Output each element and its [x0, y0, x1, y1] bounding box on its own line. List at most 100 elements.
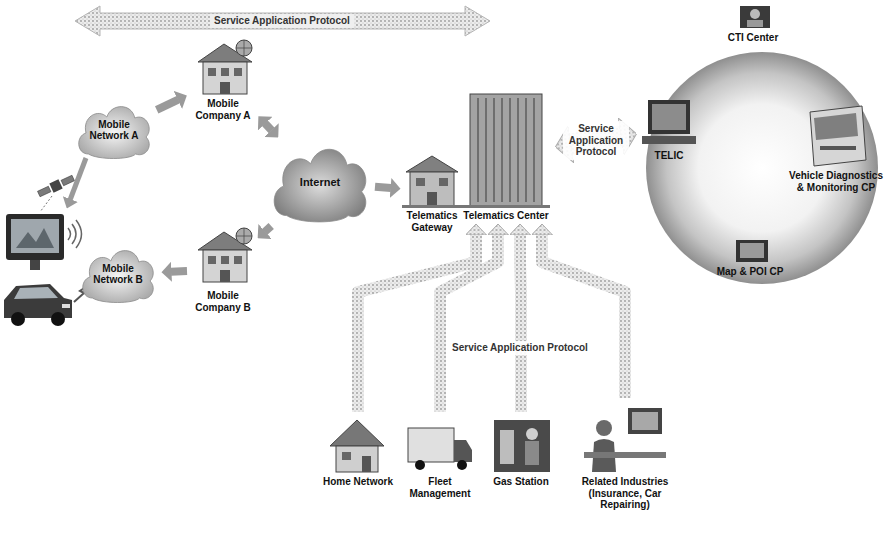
node-label: Map & POI CP — [712, 266, 788, 278]
cloud-outline — [79, 107, 149, 159]
gas-station-icon — [526, 428, 538, 440]
car-icon — [11, 312, 25, 326]
building-icon — [198, 228, 252, 282]
service-ring — [646, 52, 878, 284]
node-label: Mobile Company B — [190, 290, 256, 313]
service-provider: Vehicle Diagnostics & Monitoring CP — [788, 104, 884, 193]
service-provider: CTI Center — [712, 4, 794, 44]
terminal-icon — [642, 100, 696, 144]
edge-label: Service Application Protocol — [563, 121, 629, 160]
gas-station-icon — [500, 430, 514, 464]
monitor-icon — [30, 260, 40, 270]
building-icon — [220, 270, 230, 282]
building-icon — [203, 62, 247, 94]
terminal-icon — [652, 104, 686, 130]
truck-icon — [408, 428, 454, 462]
building-icon — [221, 68, 229, 76]
wireless-waves — [68, 228, 71, 240]
car-icon — [4, 284, 72, 326]
protocol-arrow — [157, 100, 179, 110]
protocol-arrow — [265, 226, 271, 232]
radio-link-arrow — [70, 158, 86, 200]
node-label: Fleet Management — [400, 476, 480, 499]
building-icon — [234, 256, 242, 264]
call-center-icon — [740, 6, 770, 28]
car-icon — [62, 304, 70, 308]
mobile-company: Mobile Company A — [190, 36, 256, 121]
satellite-icon — [38, 186, 51, 197]
truck-icon — [454, 440, 472, 462]
client-site: Fleet Management — [400, 414, 480, 499]
node-label: Mobile Network A — [86, 119, 142, 142]
node-label: Home Network — [322, 476, 394, 488]
node-label: Gas Station — [486, 476, 556, 488]
building-icon — [208, 256, 216, 264]
wireless-waves — [68, 220, 82, 248]
gateway-building: Telematics Gateway — [404, 150, 460, 233]
center-building — [478, 98, 534, 202]
radio-link-arrow — [70, 158, 86, 200]
node-label: Telematics Center — [460, 210, 552, 222]
server-icon — [820, 146, 856, 150]
protocol-arrow — [265, 123, 272, 130]
monitor-icon — [6, 214, 64, 260]
protocol-arrow — [375, 187, 391, 188]
map-icon — [736, 240, 768, 262]
internet-cloud: Internet — [268, 140, 372, 224]
protocol-arrow — [520, 235, 521, 413]
gateway-building — [416, 178, 425, 186]
mobile-network-cloud: Mobile Network B — [78, 244, 158, 304]
office-icon — [628, 408, 662, 434]
client-site: Gas Station — [486, 414, 556, 488]
node-label: Mobile Company A — [190, 98, 256, 121]
gateway-building — [439, 178, 448, 186]
center-building — [402, 94, 550, 208]
building-icon — [208, 68, 216, 76]
building-icon — [234, 68, 242, 76]
building-icon — [236, 40, 252, 56]
center-building: Telematics Center — [460, 88, 552, 222]
car-icon — [51, 312, 65, 326]
mobile-network-cloud: Mobile Network A — [74, 100, 154, 160]
gateway-building — [410, 172, 454, 206]
gas-station-icon — [525, 441, 539, 465]
terminal-icon — [642, 136, 696, 144]
building-icon — [198, 40, 252, 94]
map-icon — [740, 243, 764, 258]
car-icon — [14, 287, 58, 299]
office-icon — [584, 408, 666, 472]
truck-icon — [415, 460, 425, 470]
cloud-outline — [83, 251, 153, 303]
wireless-waves — [76, 220, 82, 248]
protocol-arrow — [171, 267, 187, 276]
home-icon — [336, 446, 378, 472]
signal-line — [40, 196, 52, 212]
server-icon — [814, 113, 858, 140]
cloud-outline — [274, 149, 366, 222]
protocol-arrow — [542, 235, 625, 399]
server-icon — [810, 106, 866, 166]
node-label: Internet — [300, 176, 340, 189]
office-icon — [632, 412, 658, 430]
gateway-building — [427, 192, 437, 206]
protocol-arrow — [440, 235, 498, 413]
client-site: Home Network — [322, 414, 394, 488]
center-building — [402, 205, 550, 208]
gas-station-icon — [494, 420, 550, 472]
node-label: CTI Center — [712, 32, 794, 44]
server-icon — [810, 106, 866, 166]
building-icon — [236, 228, 252, 244]
node-label: Telematics Gateway — [404, 210, 460, 233]
node-label: TELIC — [640, 150, 698, 162]
gateway-building — [406, 156, 458, 206]
monitor-icon — [11, 219, 59, 253]
satellite-icon — [61, 175, 74, 186]
wireless-waves — [72, 224, 76, 244]
monitor-icon — [6, 214, 64, 270]
mobile-company: Mobile Company B — [190, 226, 256, 313]
building-icon — [236, 40, 252, 56]
satellite-icon — [49, 179, 62, 192]
node-label: Related Industries (Insurance, Car Repai… — [566, 476, 684, 511]
terminal-icon — [648, 100, 690, 134]
car-icon — [4, 284, 72, 318]
